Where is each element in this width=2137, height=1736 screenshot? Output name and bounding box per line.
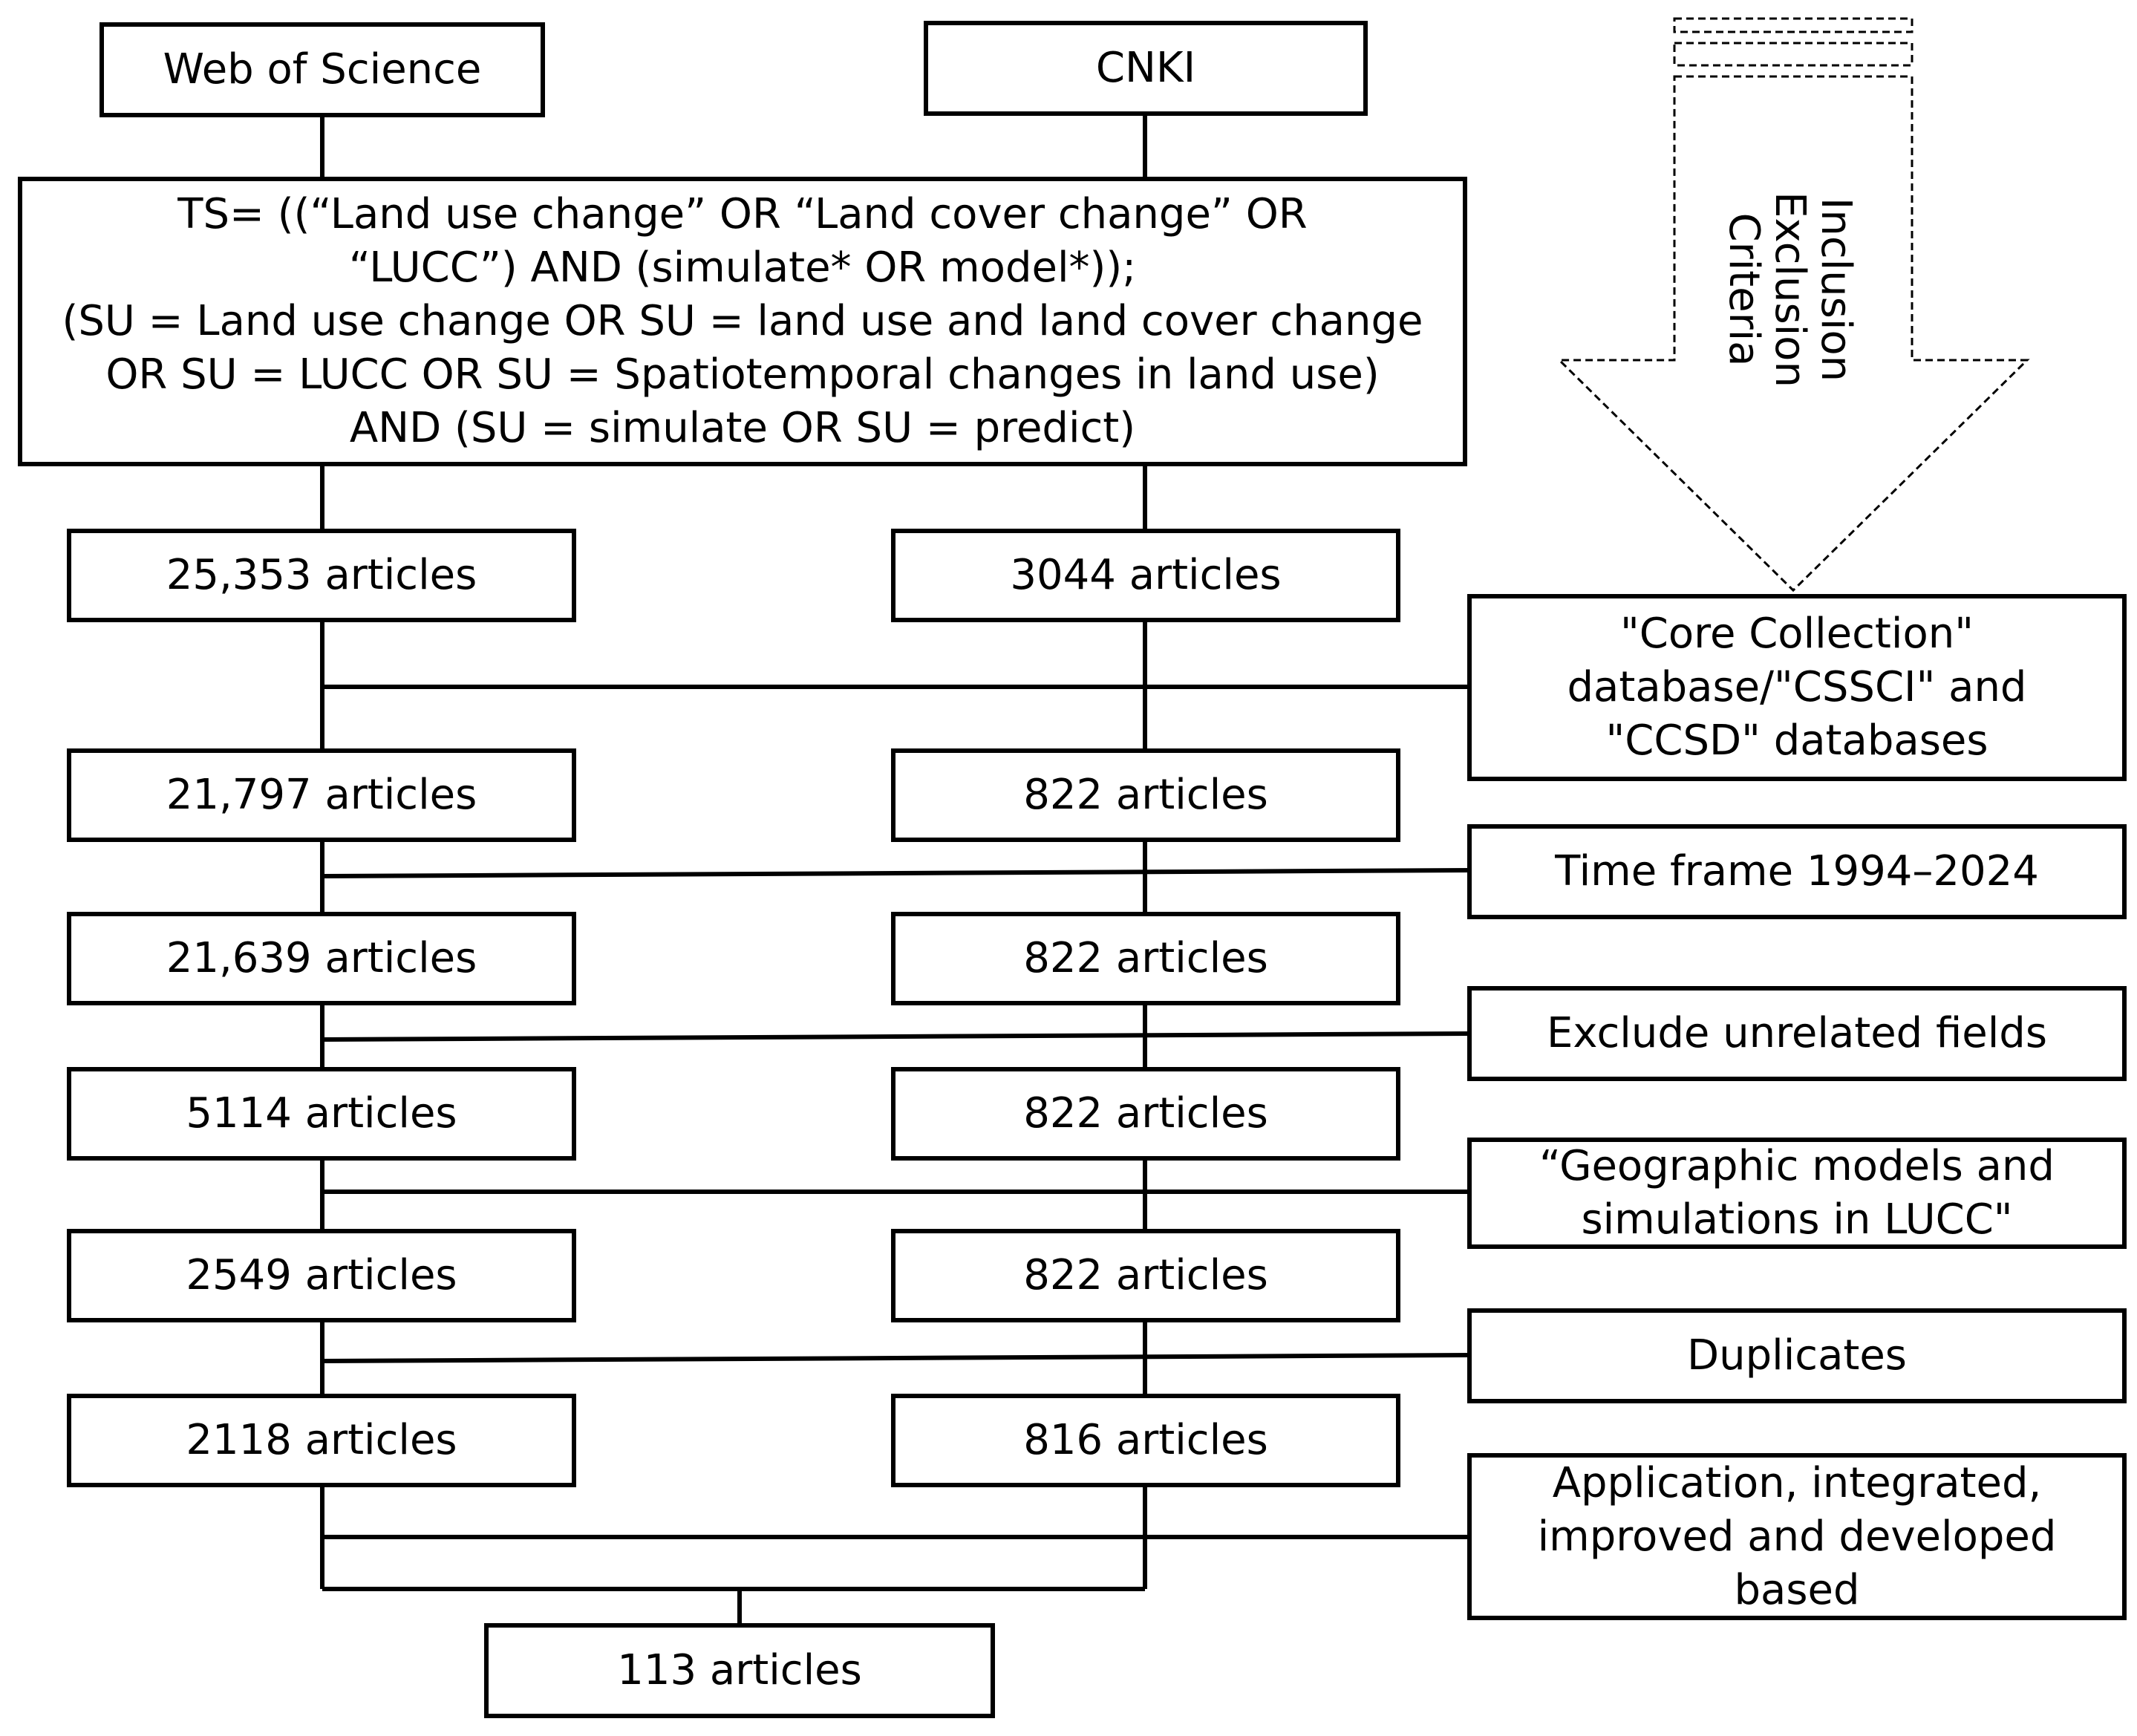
criterion-duplicates-label: Duplicates (1687, 1331, 1907, 1380)
cnki-count-1-label: 3044 articles (1010, 551, 1282, 599)
arrow-label: Inclusion Exclusion Criteria (1700, 134, 1879, 446)
cnki-count-5-label: 822 articles (1023, 1251, 1268, 1299)
criterion-application: Application, integrated, improved and de… (1467, 1453, 2127, 1620)
criterion-time-frame: Time frame 1994–2024 (1467, 824, 2127, 919)
cnki-count-2-label: 822 articles (1023, 771, 1268, 819)
criterion-databases-line-3: "CCSD" databases (1605, 717, 1988, 765)
source-wos-label: Web of Science (163, 45, 482, 94)
criterion-duplicates: Duplicates (1467, 1308, 2127, 1403)
arrow-label-line-3: Criteria (1720, 212, 1768, 367)
criterion-unrelated-fields: Exclude unrelated fields (1467, 986, 2127, 1081)
wos-count-3: 21,639 articles (67, 912, 576, 1005)
query-line-3: (SU = Land use change OR SU = land use a… (62, 297, 1423, 345)
wos-count-2-label: 21,797 articles (166, 771, 477, 819)
search-query-box: TS= ((“Land use change” OR “Land cover c… (18, 177, 1467, 466)
query-line-5: AND (SU = simulate OR SU = predict) (349, 404, 1136, 452)
wos-count-5-label: 2549 articles (186, 1251, 457, 1299)
wos-count-3-label: 21,639 articles (166, 934, 477, 982)
wos-count-5: 2549 articles (67, 1229, 576, 1322)
wos-count-4: 5114 articles (67, 1067, 576, 1161)
final-count: 113 articles (484, 1623, 995, 1718)
cnki-count-4-label: 822 articles (1023, 1089, 1268, 1138)
query-line-1: TS= ((“Land use change” OR “Land cover c… (177, 190, 1308, 238)
wos-count-6-label: 2118 articles (186, 1416, 457, 1464)
wos-count-6: 2118 articles (67, 1394, 576, 1487)
final-count-label: 113 articles (617, 1646, 862, 1694)
crit2-link (322, 868, 1471, 878)
source-cnki: CNKI (924, 21, 1368, 116)
cnki-count-6-label: 816 articles (1023, 1416, 1268, 1464)
criterion-application-line-1: Application, integrated, (1552, 1458, 2042, 1507)
criterion-geographic-models-line-2: simulations in LUCC" (1581, 1195, 2013, 1244)
arrow-label-line-1: Inclusion (1812, 197, 1860, 382)
dashed-arrow (1556, 17, 2030, 593)
cnki-count-6: 816 articles (891, 1394, 1400, 1487)
wos-count-4-label: 5114 articles (186, 1089, 457, 1138)
criterion-geographic-models-line-1: “Geographic models and (1539, 1142, 2055, 1190)
cnki-count-5: 822 articles (891, 1229, 1400, 1322)
source-cnki-label: CNKI (1095, 44, 1196, 92)
criterion-application-line-2: improved and developed (1537, 1512, 2057, 1561)
cnki-count-1: 3044 articles (891, 529, 1400, 622)
source-wos: Web of Science (99, 22, 545, 117)
arrow-label-line-2: Exclusion (1766, 192, 1814, 388)
cnki-count-4: 822 articles (891, 1067, 1400, 1161)
criterion-application-line-3: based (1734, 1565, 1860, 1614)
cnki-count-2: 822 articles (891, 748, 1400, 842)
cnki-count-3-label: 822 articles (1023, 934, 1268, 982)
criterion-time-frame-label: Time frame 1994–2024 (1555, 847, 2039, 895)
criterion-unrelated-fields-label: Exclude unrelated fields (1546, 1009, 2048, 1057)
query-line-4: OR SU = LUCC OR SU = Spatiotemporal chan… (105, 350, 1380, 399)
crit5-link (322, 1353, 1471, 1363)
criterion-databases-line-2: database/"CSSCI" and (1567, 663, 2027, 711)
cnki-count-3: 822 articles (891, 912, 1400, 1005)
criterion-databases: "Core Collection" database/"CSSCI" and "… (1467, 594, 2127, 781)
query-line-2: “LUCC”) AND (simulate* OR model*)); (348, 244, 1137, 292)
crit3-link (322, 1031, 1471, 1042)
wos-count-2: 21,797 articles (67, 748, 576, 842)
criterion-databases-line-1: "Core Collection" (1620, 610, 1974, 658)
wos-count-1-label: 25,353 articles (166, 551, 477, 599)
criterion-geographic-models: “Geographic models and simulations in LU… (1467, 1138, 2127, 1249)
wos-count-1: 25,353 articles (67, 529, 576, 622)
